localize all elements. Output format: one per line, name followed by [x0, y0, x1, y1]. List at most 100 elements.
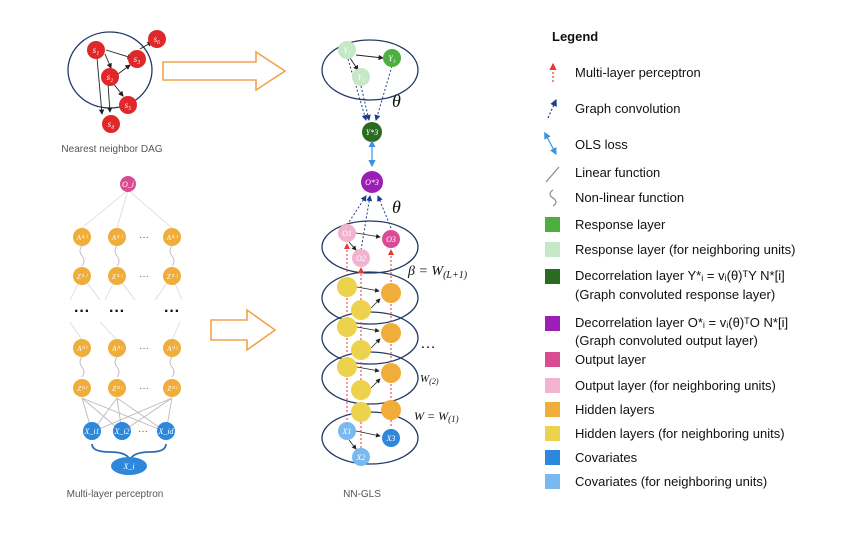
mlp-covariate-node [83, 422, 101, 440]
swatch-decor-output [545, 316, 560, 331]
hidden-node-neighbor [337, 317, 357, 337]
svg-text:s₁: s₁ [93, 45, 100, 55]
svg-text:s₄: s₄ [108, 119, 115, 129]
svg-text:Y₁: Y₁ [343, 46, 350, 55]
swatch-response [545, 217, 560, 232]
ols-arrow-icon [544, 131, 557, 156]
hidden-layer-ellipse [321, 351, 419, 405]
swatch-response-neighbor [545, 242, 560, 257]
mlp-hidden-z-node [163, 267, 181, 285]
svg-text:Z⁽¹⁾: Z⁽¹⁾ [167, 385, 178, 393]
legend-label-covariates-neighbor: Covariates (for neighboring units) [575, 474, 767, 489]
hidden-node-neighbor [351, 300, 371, 320]
swatch-covariates-neighbor [545, 474, 560, 489]
legend-sublabel-decor-response: (Graph convoluted response layer) [575, 287, 775, 302]
svg-text:Z⁽ᴸ⁾: Z⁽ᴸ⁾ [167, 273, 178, 281]
output-node-o3 [382, 230, 400, 248]
svg-text:···: ··· [109, 303, 125, 320]
svg-text:s₆: s₆ [154, 34, 161, 44]
graph-conv-arrow-icon [547, 98, 557, 119]
svg-text:A⁽¹⁾: A⁽¹⁾ [76, 345, 88, 353]
svg-text:A⁽ᴸ⁾: A⁽ᴸ⁾ [111, 234, 124, 242]
svg-text:O1: O1 [342, 229, 352, 238]
legend-label-hidden-neighbor: Hidden layers (for neighboring units) [575, 426, 785, 441]
swatch-output [545, 352, 560, 367]
covariate-layer-ellipse [321, 411, 419, 465]
svg-text:X2: X2 [356, 453, 366, 462]
svg-text:O_i: O_i [122, 180, 134, 189]
svg-text:···: ··· [139, 271, 149, 282]
beta-label: β = W(L+1) [407, 264, 468, 281]
svg-text:Z⁽ᴸ⁾: Z⁽ᴸ⁾ [77, 273, 88, 281]
theta-upper: θ [392, 91, 401, 111]
legend: Legend Multi-layer perceptron Graph conv… [544, 29, 795, 489]
swatch-covariates [545, 450, 560, 465]
svg-text:···: ··· [139, 343, 149, 354]
legend-sublabel-decor-output: (Graph convoluted output layer) [575, 333, 758, 348]
hidden-node [381, 400, 401, 420]
response-node-y1 [338, 41, 356, 59]
output-node-o1 [338, 224, 356, 242]
decorrelated-output-node [361, 171, 383, 193]
mlp-hidden-a-node [163, 339, 181, 357]
mlp-covariate-node [113, 422, 131, 440]
svg-text:Z⁽¹⁾: Z⁽¹⁾ [112, 385, 123, 393]
mlp-hidden-z-node [108, 267, 126, 285]
w2-label: W(2) [420, 373, 439, 386]
legend-label-graph-conv: Graph convolution [575, 101, 681, 116]
legend-label-mlp: Multi-layer perceptron [575, 65, 701, 80]
bottom-transform-arrow [210, 308, 277, 352]
legend-label-output: Output layer [575, 352, 646, 367]
svg-text:Z⁽¹⁾: Z⁽¹⁾ [77, 385, 88, 393]
mlp-hidden-z-node [73, 379, 91, 397]
covariate-node-x2 [352, 448, 370, 466]
svg-text:A⁽ᴸ⁾: A⁽ᴸ⁾ [166, 234, 179, 242]
hidden-layer-ellipse [321, 311, 419, 365]
svg-text:···: ··· [139, 232, 149, 243]
svg-text:O3: O3 [386, 235, 396, 244]
svg-text:X_i1: X_i1 [83, 427, 99, 436]
covariate-node-x1 [338, 422, 356, 440]
hidden-node [381, 323, 401, 343]
hidden-node [381, 283, 401, 303]
legend-label-decor-response: Decorrelation layer Y*ᵢ = vᵢ(θ)ᵀY N*[i] [575, 268, 785, 283]
hidden-node-neighbor [351, 402, 371, 422]
svg-text:s₅: s₅ [125, 100, 132, 110]
svg-text:Y₂: Y₂ [357, 73, 364, 82]
swatch-decor-response [545, 269, 560, 284]
svg-text:A⁽¹⁾: A⁽¹⁾ [166, 345, 178, 353]
svg-text:X_id: X_id [157, 427, 174, 436]
mlp-hidden-a-node [108, 339, 126, 357]
hidden-layer-ellipse [321, 271, 419, 325]
hidden-node-neighbor [337, 277, 357, 297]
mlp-hidden-a-node [108, 228, 126, 246]
w1-label: W = W(1) [414, 409, 459, 424]
legend-label-decor-output: Decorrelation layer O*ᵢ = vᵢ(θ)ᵀO N*[i] [575, 315, 788, 330]
theta-lower: θ [392, 197, 401, 217]
svg-text:s₃: s₃ [134, 54, 141, 64]
response-neighborhood [321, 39, 419, 101]
response-node-y2 [352, 68, 370, 86]
mlp-output-node [120, 176, 136, 192]
output-node-o2 [352, 249, 370, 267]
svg-text:X_i: X_i [122, 462, 134, 471]
dag-node-s3 [128, 50, 146, 68]
nonlinear-curve-icon [549, 189, 557, 207]
svg-text:s₂: s₂ [107, 72, 114, 82]
output-layer-ellipse [321, 220, 419, 274]
layers-ellipsis: … [420, 335, 436, 352]
dag-node-s1 [87, 41, 105, 59]
dag-node-s2 [101, 68, 119, 86]
mlp-hidden-a-node [163, 228, 181, 246]
svg-text:···: ··· [164, 303, 180, 320]
hidden-node-neighbor [351, 380, 371, 400]
hidden-node-neighbor [337, 357, 357, 377]
legend-label-hidden: Hidden layers [575, 402, 655, 417]
hidden-node-neighbor [351, 340, 371, 360]
hidden-node [381, 363, 401, 383]
svg-text:A⁽ᴸ⁾: A⁽ᴸ⁾ [76, 234, 89, 242]
svg-text:Y*3: Y*3 [366, 128, 378, 137]
covariate-node-x3 [382, 429, 400, 447]
svg-text:X3: X3 [386, 434, 396, 443]
swatch-hidden-neighbor [545, 426, 560, 441]
